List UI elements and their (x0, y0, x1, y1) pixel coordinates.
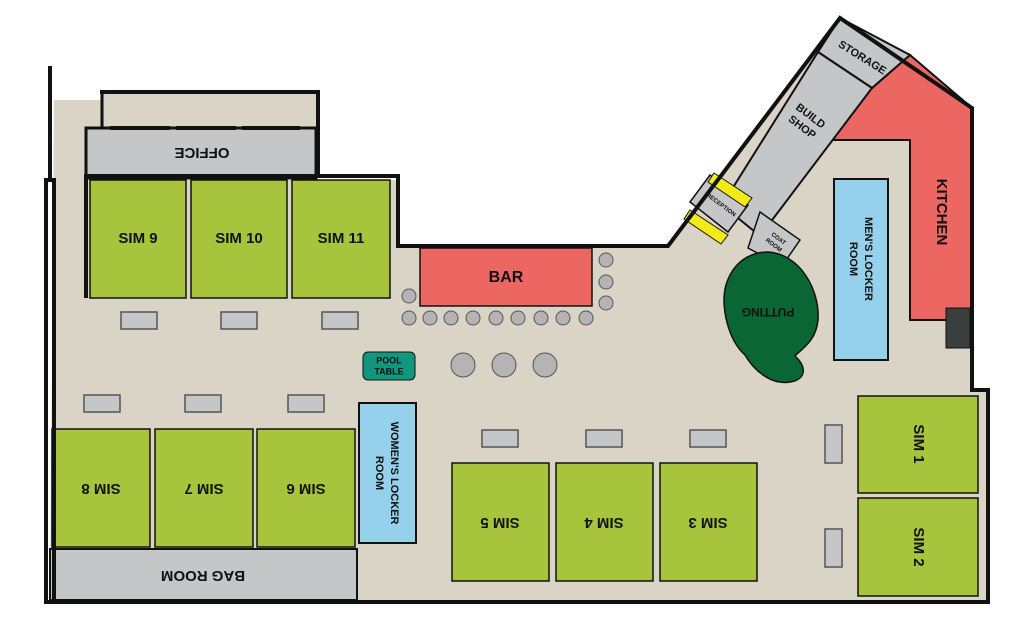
kitchen-dark-block (945, 307, 971, 349)
putting-green[interactable]: PUTTING (723, 251, 819, 384)
sim-6[interactable]: SIM 6 (256, 428, 356, 548)
sim-11-label: SIM 11 (318, 230, 365, 247)
couches-right-column (824, 424, 843, 568)
couches-row-top (120, 311, 359, 330)
sim-3[interactable]: SIM 3 (659, 462, 758, 582)
sim-1[interactable]: SIM 1 (857, 395, 979, 494)
bar-counter[interactable]: BAR (419, 247, 593, 307)
womens-locker-room[interactable]: WOMEN'S LOCKER ROOM (358, 402, 417, 544)
sim-3-label: SIM 3 (688, 514, 727, 531)
high-tables (450, 352, 558, 378)
bar-label: BAR (489, 269, 524, 286)
bag-room[interactable]: BAG ROOM (49, 548, 358, 601)
sim-11[interactable]: SIM 11 (291, 179, 391, 299)
sim-6-label: SIM 6 (286, 480, 325, 497)
sim-5-label: SIM 5 (480, 514, 519, 531)
bag-room-label: BAG ROOM (161, 567, 245, 584)
sim-10-label: SIM 10 (215, 230, 263, 247)
couches-row-left (83, 394, 325, 413)
bar-stools (401, 252, 614, 326)
mens-locker-label-2: ROOM (847, 242, 859, 276)
sim-10[interactable]: SIM 10 (190, 179, 288, 299)
sim-7[interactable]: SIM 7 (154, 428, 254, 548)
sim-8[interactable]: SIM 8 (51, 428, 151, 548)
sim-2-label: SIM 2 (910, 527, 927, 566)
sim-7-label: SIM 7 (184, 480, 223, 497)
sim-9[interactable]: SIM 9 (89, 179, 187, 299)
sim-8-label: SIM 8 (81, 480, 120, 497)
womens-locker-label-1: WOMEN'S LOCKER (388, 422, 400, 525)
pool-table[interactable]: POOL TABLE (362, 351, 416, 381)
mens-locker-label-1: MEN'S LOCKER (862, 217, 874, 301)
couches-row-right (481, 429, 727, 448)
pool-table-label-2: TABLE (374, 366, 403, 376)
sim-5[interactable]: SIM 5 (451, 462, 550, 582)
office-label: OFFICE (175, 144, 230, 161)
sim-4-label: SIM 4 (584, 514, 624, 531)
sim-4[interactable]: SIM 4 (555, 462, 654, 582)
exterior-walls (44, 15, 990, 604)
sim-1-label: SIM 1 (910, 424, 927, 463)
mens-locker-room[interactable]: MEN'S LOCKER ROOM (833, 178, 889, 361)
kitchen-label: KITCHEN (933, 179, 950, 246)
sim-2[interactable]: SIM 2 (857, 497, 979, 597)
womens-locker-label-2: ROOM (373, 456, 385, 490)
sim-9-label: SIM 9 (118, 230, 157, 247)
putting-label: PUTTING (742, 305, 795, 319)
pool-table-label-1: POOL (376, 355, 402, 365)
